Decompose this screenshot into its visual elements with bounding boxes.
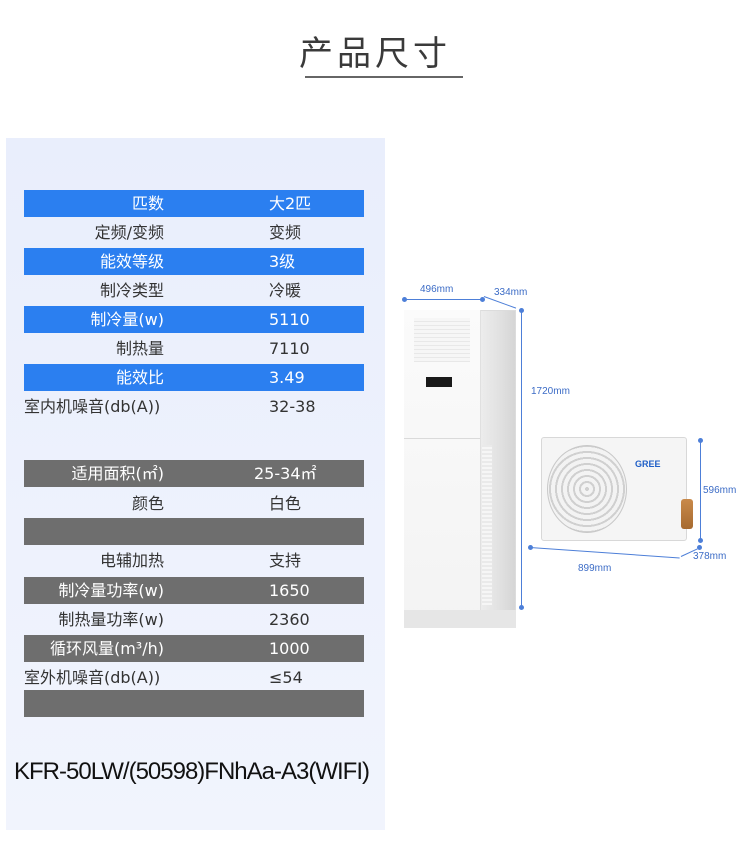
spec-value: ≤54	[269, 668, 303, 687]
spec-value: 支持	[269, 551, 302, 570]
spec-row: 室内机噪音(db(A)) 32-38	[24, 393, 364, 420]
blank-bar	[24, 690, 364, 717]
dim-label: 1720mm	[531, 386, 570, 397]
spec-row: 制冷类型 冷暖	[24, 277, 364, 304]
outdoor-unit-image: GREE	[541, 437, 693, 541]
spec-row: 制热量功率(w) 2360	[24, 606, 364, 633]
spec-key: 制热量	[115, 339, 164, 358]
spec-row: 能效等级 3级	[24, 248, 364, 275]
spec-value: 白色	[269, 494, 302, 513]
model-number: KFR-50LW/(50598)FNhAa-A3(WIFI)	[14, 758, 370, 785]
dim-label: 596mm	[703, 485, 737, 496]
spec-row: 定频/变频 变频	[24, 219, 364, 246]
spec-row: 循环风量(m³/h) 1000	[24, 635, 364, 662]
spec-value: 大2匹	[269, 194, 312, 213]
dim-line-indoor-width	[404, 299, 482, 300]
spec-row: 室外机噪音(db(A)) ≤54	[24, 664, 364, 691]
spec-key: 能效等级	[99, 252, 164, 271]
spec-row: 匹数 大2匹	[24, 190, 364, 217]
dim-label: 334mm	[494, 287, 528, 298]
indoor-unit-image	[404, 310, 516, 628]
spec-value: 7110	[269, 339, 310, 358]
title-underline	[305, 76, 463, 78]
spec-value: 冷暖	[269, 281, 302, 300]
dim-line-indoor-height	[521, 310, 522, 608]
spec-key: 匹数	[131, 194, 164, 213]
spec-value: 3级	[269, 252, 296, 271]
spec-row: 制热量 7110	[24, 335, 364, 362]
spec-value: 32-38	[269, 397, 316, 416]
spec-key: 制冷类型	[99, 281, 164, 300]
gree-logo: GREE	[635, 459, 661, 469]
spec-value: 变频	[269, 223, 302, 242]
spec-key: 室内机噪音(db(A))	[24, 397, 161, 416]
spec-key: 适用面积(㎡)	[71, 464, 165, 483]
spec-key: 定频/变频	[94, 223, 164, 242]
spec-row: 制冷量(w) 5110	[24, 306, 364, 333]
spec-key: 制冷量功率(w)	[58, 581, 164, 600]
spec-row: 电辅加热 支持	[24, 547, 364, 574]
spec-row: 适用面积(㎡) 25-34㎡	[24, 460, 364, 487]
spec-value: 1650	[269, 581, 310, 600]
page-title: 产品尺寸	[299, 34, 451, 74]
spec-key: 室外机噪音(db(A))	[24, 668, 161, 687]
dim-label: 378mm	[693, 551, 727, 562]
blank-bar	[24, 518, 364, 545]
spec-key: 能效比	[115, 368, 164, 387]
spec-value: 25-34㎡	[254, 464, 317, 483]
spec-value: 1000	[269, 639, 310, 658]
spec-key: 电辅加热	[99, 551, 164, 570]
spec-value: 3.49	[269, 368, 305, 387]
spec-row: 能效比 3.49	[24, 364, 364, 391]
spec-value: 2360	[269, 610, 310, 629]
spec-row: 制冷量功率(w) 1650	[24, 577, 364, 604]
spec-key: 循环风量(m³/h)	[49, 639, 164, 658]
fan-icon	[547, 445, 627, 533]
spec-key: 颜色	[131, 494, 164, 513]
dim-line-outdoor-height	[700, 440, 701, 540]
spec-value: 5110	[269, 310, 310, 329]
dim-label: 899mm	[578, 563, 612, 574]
spec-key: 制热量功率(w)	[58, 610, 164, 629]
spec-row: 颜色 白色	[24, 490, 364, 517]
dim-label: 496mm	[420, 284, 454, 295]
spec-key: 制冷量(w)	[90, 310, 164, 329]
dim-line-outdoor-width	[529, 547, 680, 559]
